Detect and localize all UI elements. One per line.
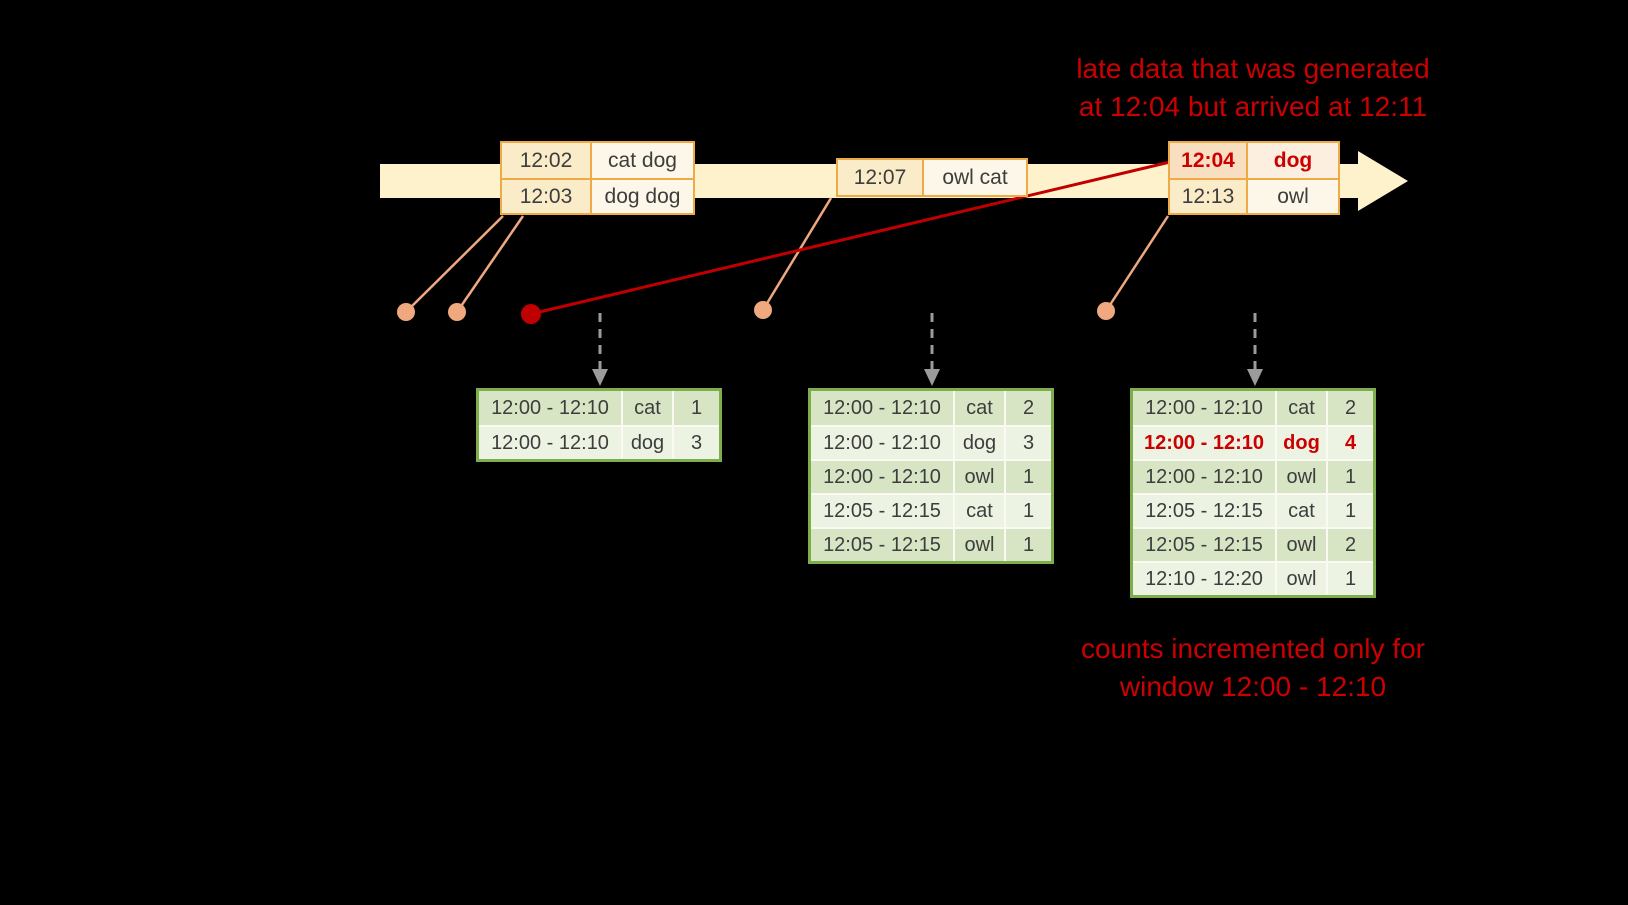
table-row: 12:05 - 12:15 cat 1 — [1133, 493, 1373, 527]
late-data-annotation: late data that was generated at 12:04 bu… — [1020, 50, 1486, 126]
event-words: dog — [1246, 143, 1338, 178]
count-cell: 1 — [1326, 495, 1373, 527]
result-table-1: 12:00 - 12:10 cat 1 12:00 - 12:10 dog 3 — [476, 388, 722, 462]
window-cell: 12:05 - 12:15 — [1145, 533, 1263, 556]
late-data-annotation-line1: late data that was generated — [1076, 53, 1430, 84]
count-cell: 1 — [672, 391, 719, 425]
window-cell: 12:00 - 12:10 — [1143, 431, 1265, 454]
count-cell: 1 — [1326, 563, 1373, 595]
counts-annotation-line2: window 12:00 - 12:10 — [1119, 671, 1387, 702]
table-row: 12:00 - 12:10 dog 3 — [811, 425, 1051, 459]
late-event-dot — [521, 304, 541, 324]
trigger-arrow-1 — [592, 313, 608, 386]
event-box-1204-1213: 12:04 dog 12:13 owl — [1168, 141, 1340, 215]
window-cell: 12:00 - 12:10 — [491, 431, 609, 454]
word-cell: cat — [1275, 391, 1326, 425]
event-dot — [448, 303, 466, 321]
event-row: 12:02 cat dog — [502, 143, 693, 178]
word-cell: cat — [621, 391, 672, 425]
word-cell: owl — [953, 529, 1004, 561]
event-box-1207: 12:07 owl cat — [836, 158, 1028, 197]
late-data-annotation-line2: at 12:04 but arrived at 12:11 — [1078, 91, 1428, 122]
event-row: 12:03 dog dog — [502, 178, 693, 213]
event-time: 12:07 — [838, 160, 922, 195]
late-data-connector-line — [530, 160, 1171, 316]
word-cell: owl — [1275, 461, 1326, 493]
window-cell: 12:00 - 12:10 — [1145, 465, 1263, 488]
event-box-1202-1203: 12:02 cat dog 12:03 dog dog — [500, 141, 695, 215]
word-cell: dog — [621, 427, 672, 459]
event-time: 12:13 — [1170, 180, 1246, 213]
event-words: owl — [1246, 180, 1338, 213]
table-row: 12:00 - 12:10 dog 3 — [479, 425, 719, 459]
window-cell: 12:00 - 12:10 — [823, 396, 941, 419]
table-row: 12:05 - 12:15 owl 2 — [1133, 527, 1373, 561]
window-cell: 12:05 - 12:15 — [823, 499, 941, 522]
count-cell: 2 — [1004, 391, 1051, 425]
count-cell: 1 — [1004, 461, 1051, 493]
count-cell: 1 — [1004, 495, 1051, 527]
word-cell: cat — [1275, 495, 1326, 527]
word-cell: dog — [1275, 427, 1326, 459]
word-cell: cat — [953, 495, 1004, 527]
word-cell: owl — [1275, 563, 1326, 595]
event-row: 12:13 owl — [1170, 178, 1338, 213]
event-arrival-dots — [397, 301, 1115, 321]
trigger-arrow-3 — [1247, 313, 1263, 386]
word-cell: owl — [1275, 529, 1326, 561]
table-row: 12:00 - 12:10 owl 1 — [811, 459, 1051, 493]
word-cell: owl — [953, 461, 1004, 493]
table-row: 12:00 - 12:10 cat 1 — [479, 391, 719, 425]
count-cell: 1 — [1004, 529, 1051, 561]
event-time: 12:04 — [1170, 143, 1246, 178]
event-connector-lines — [405, 197, 1170, 313]
word-cell: cat — [953, 391, 1004, 425]
window-cell: 12:00 - 12:10 — [823, 431, 941, 454]
event-dot — [397, 303, 415, 321]
event-row-late: 12:04 dog — [1170, 143, 1338, 178]
counts-incremented-annotation: counts incremented only for window 12:00… — [1020, 630, 1486, 706]
event-dot — [754, 301, 772, 319]
trigger-arrow-2 — [924, 313, 940, 386]
table-row: 12:05 - 12:15 owl 1 — [811, 527, 1051, 561]
window-cell: 12:05 - 12:15 — [1145, 499, 1263, 522]
window-cell: 12:00 - 12:10 — [491, 396, 609, 419]
event-time: 12:03 — [502, 180, 590, 213]
event-time: 12:02 — [502, 143, 590, 178]
event-dot — [1097, 302, 1115, 320]
table-row: 12:00 - 12:10 owl 1 — [1133, 459, 1373, 493]
counts-annotation-line1: counts incremented only for — [1081, 633, 1425, 664]
word-cell: dog — [953, 427, 1004, 459]
window-cell: 12:00 - 12:10 — [823, 465, 941, 488]
window-cell: 12:10 - 12:20 — [1145, 567, 1263, 590]
table-row: 12:10 - 12:20 owl 1 — [1133, 561, 1373, 595]
event-words: dog dog — [590, 180, 693, 213]
table-row-late-updated: 12:00 - 12:10 dog 4 — [1133, 425, 1373, 459]
count-cell: 3 — [1004, 427, 1051, 459]
count-cell: 2 — [1326, 529, 1373, 561]
result-table-3: 12:00 - 12:10 cat 2 12:00 - 12:10 dog 4 … — [1130, 388, 1376, 598]
event-words: cat dog — [590, 143, 693, 178]
count-cell: 2 — [1326, 391, 1373, 425]
event-words: owl cat — [922, 160, 1026, 195]
table-row: 12:00 - 12:10 cat 2 — [1133, 391, 1373, 425]
table-row: 12:00 - 12:10 cat 2 — [811, 391, 1051, 425]
count-cell: 3 — [672, 427, 719, 459]
count-cell: 4 — [1326, 427, 1373, 459]
table-row: 12:05 - 12:15 cat 1 — [811, 493, 1051, 527]
result-table-2: 12:00 - 12:10 cat 2 12:00 - 12:10 dog 3 … — [808, 388, 1054, 564]
event-row: 12:07 owl cat — [838, 160, 1026, 195]
window-cell: 12:05 - 12:15 — [823, 533, 941, 556]
window-cell: 12:00 - 12:10 — [1145, 396, 1263, 419]
count-cell: 1 — [1326, 461, 1373, 493]
